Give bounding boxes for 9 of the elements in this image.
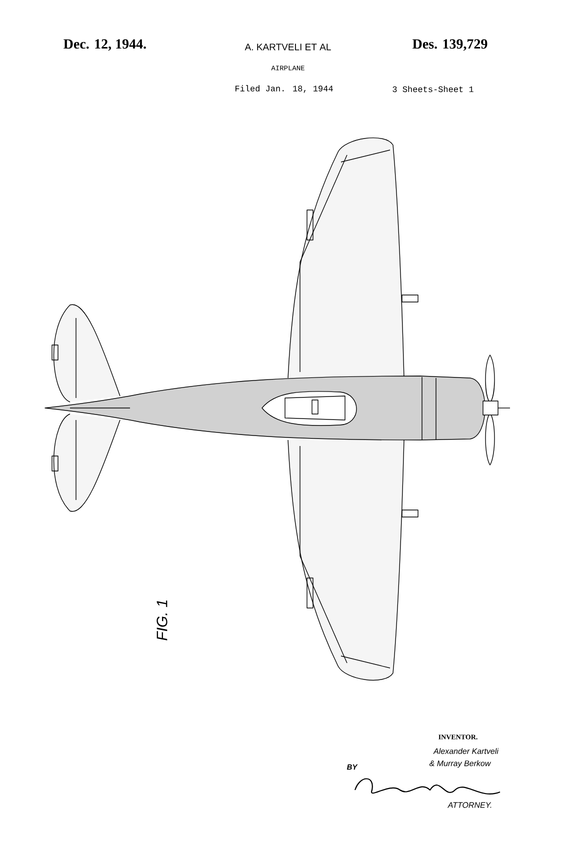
sheet-number: 3 Sheets-Sheet 1 xyxy=(392,86,474,92)
attorney-label: ATTORNEY. xyxy=(447,802,492,808)
patent-number: Des. 139,729 xyxy=(412,39,488,51)
inventor-name: & Murray Berkow xyxy=(429,760,492,768)
inventor-header: A. KARTVELI ET AL xyxy=(244,44,331,50)
date-text: Dec. 12, 1944. xyxy=(64,39,146,51)
figure-label: FIG. 1 xyxy=(156,600,168,640)
filing-date: Filed Jan. 18, 1944 xyxy=(236,85,333,93)
inventor-name: Alexander Kartveli xyxy=(433,748,499,754)
